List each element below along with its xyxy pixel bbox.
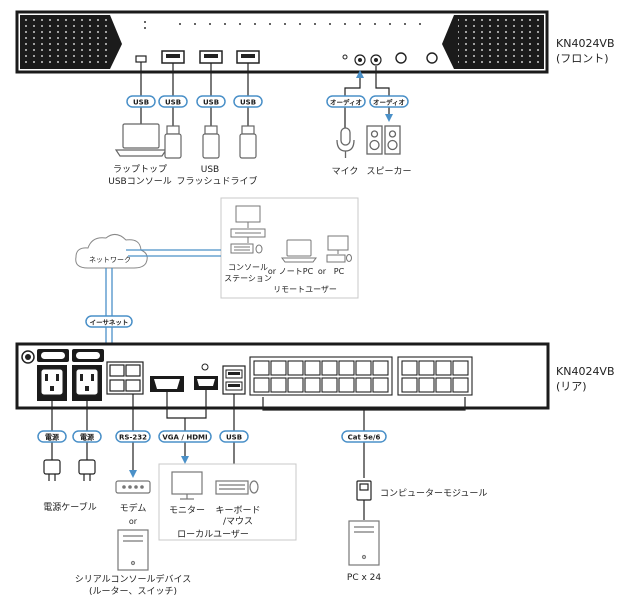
modem-label: モデム: [120, 502, 147, 514]
svg-text:電源: 電源: [45, 433, 59, 442]
power-inlet-1: [37, 365, 67, 401]
or-label-2: or: [318, 267, 327, 276]
keyboard-label-1: キーボード: [215, 505, 260, 516]
notebook-pc-icon: [281, 239, 317, 263]
svg-text:オーディオ: オーディオ: [330, 98, 362, 107]
keyboard-mouse-icon: [215, 480, 259, 495]
svg-text:RS-232: RS-232: [119, 434, 147, 442]
badge-rear-usb: USB: [219, 430, 249, 443]
power-cable-label: 電源ケーブル: [43, 501, 96, 513]
kvm-ports-8: [397, 356, 473, 396]
computer-module-icon: [356, 480, 372, 520]
power-plug-icon-2: [78, 459, 96, 481]
badge-power-2: 電源: [72, 430, 102, 443]
cloud-label: ネットワーク: [89, 256, 131, 264]
svg-text:USB: USB: [165, 99, 181, 107]
laptop-label-2: USBコンソール: [108, 177, 171, 187]
usb-drive-label-2: フラッシュドライブ: [176, 175, 257, 187]
badge-audio-2: オーディオ: [369, 95, 409, 108]
mic-arrow-icon: [356, 70, 364, 78]
vga-port: [150, 376, 184, 392]
power-inlet-2: [72, 365, 102, 401]
mic-jack: [354, 54, 366, 66]
badge-vga-hdmi: VGA / HDMI: [158, 430, 212, 443]
serial-device-icon: [117, 529, 149, 571]
front-label: (フロント): [556, 52, 609, 65]
badge-rs232: RS-232: [115, 430, 151, 443]
svg-text:USB: USB: [203, 99, 219, 107]
rs232-arrow-icon: [129, 470, 137, 478]
console-station-icon: [230, 205, 266, 254]
mic-label: マイク: [332, 166, 359, 177]
keyboard-label-2: /マウス: [223, 516, 253, 527]
speaker-arrow-icon: [385, 114, 393, 122]
badge-power-1: 電源: [37, 430, 67, 443]
svg-text:イーサネット: イーサネット: [90, 319, 129, 327]
badge-audio-1: オーディオ: [326, 95, 366, 108]
badge-usb-1: USB: [126, 95, 156, 108]
pc-count-label: PC x 24: [347, 573, 381, 583]
local-user-title: ローカルユーザー: [177, 529, 249, 540]
rear-usb-ports: [222, 365, 246, 395]
svg-text:Cat 5e/6: Cat 5e/6: [348, 434, 381, 442]
monitor-label: モニター: [169, 505, 205, 516]
notebook-pc-label: ノートPC: [279, 267, 314, 276]
badge-usb-4: USB: [233, 95, 263, 108]
usb-drive-icon-1: [164, 125, 182, 159]
rear-label: (リア): [556, 380, 587, 393]
monitor-icon: [171, 471, 203, 500]
svg-text:USB: USB: [226, 434, 242, 442]
svg-text:オーディオ: オーディオ: [373, 98, 405, 107]
or-label-1: or: [268, 267, 277, 276]
usb-drive-label-1: USB: [201, 165, 219, 175]
svg-text:VGA / HDMI: VGA / HDMI: [162, 434, 207, 442]
console-station-label-2: ステーション: [224, 274, 272, 283]
hdmi-port: [194, 363, 218, 390]
front-panel: [15, 10, 549, 74]
speaker-label: スピーカー: [366, 166, 411, 177]
pc-tower-icon: [348, 520, 380, 566]
usb-drive-icon-2: [202, 125, 220, 159]
kvm-ports-16: [249, 356, 393, 396]
rear-panel: [15, 342, 550, 410]
rear-model: KN4024VB: [556, 365, 615, 378]
pc-label: PC: [334, 267, 345, 276]
desktop-pc-icon: [326, 235, 352, 263]
remote-user-title: リモートユーザー: [273, 285, 337, 294]
network-lines: [105, 249, 221, 355]
svg-text:USB: USB: [133, 99, 149, 107]
led-row: [144, 21, 421, 29]
badge-ethernet: イーサネット: [85, 315, 133, 328]
modem-or-label: or: [129, 517, 138, 526]
console-station-label-1: コンソール: [228, 263, 268, 272]
front-model: KN4024VB: [556, 37, 615, 50]
speaker-jack: [370, 54, 382, 66]
lan-rs232-ports: [106, 361, 144, 395]
badge-usb-2: USB: [158, 95, 188, 108]
modem-icon: [115, 480, 151, 494]
vga-arrow-icon: [181, 456, 189, 464]
microphone-icon: [336, 127, 355, 158]
network-cloud-icon: [75, 234, 148, 269]
usb-drive-icon-3: [239, 125, 257, 159]
serial-device-label-2: (ルーター、スイッチ): [89, 586, 177, 597]
serial-device-label-1: シリアルコンソールデバイス: [75, 573, 191, 585]
badge-usb-3: USB: [196, 95, 226, 108]
speaker-icon: [366, 125, 401, 155]
power-plug-icon-1: [43, 459, 61, 481]
laptop-label-1: ラップトップ: [113, 164, 167, 175]
computer-module-label: コンピューターモジュール: [380, 488, 487, 499]
badge-cat: Cat 5e/6: [341, 430, 387, 443]
laptop-icon: [114, 123, 168, 157]
svg-text:USB: USB: [240, 99, 256, 107]
svg-text:電源: 電源: [80, 433, 94, 442]
